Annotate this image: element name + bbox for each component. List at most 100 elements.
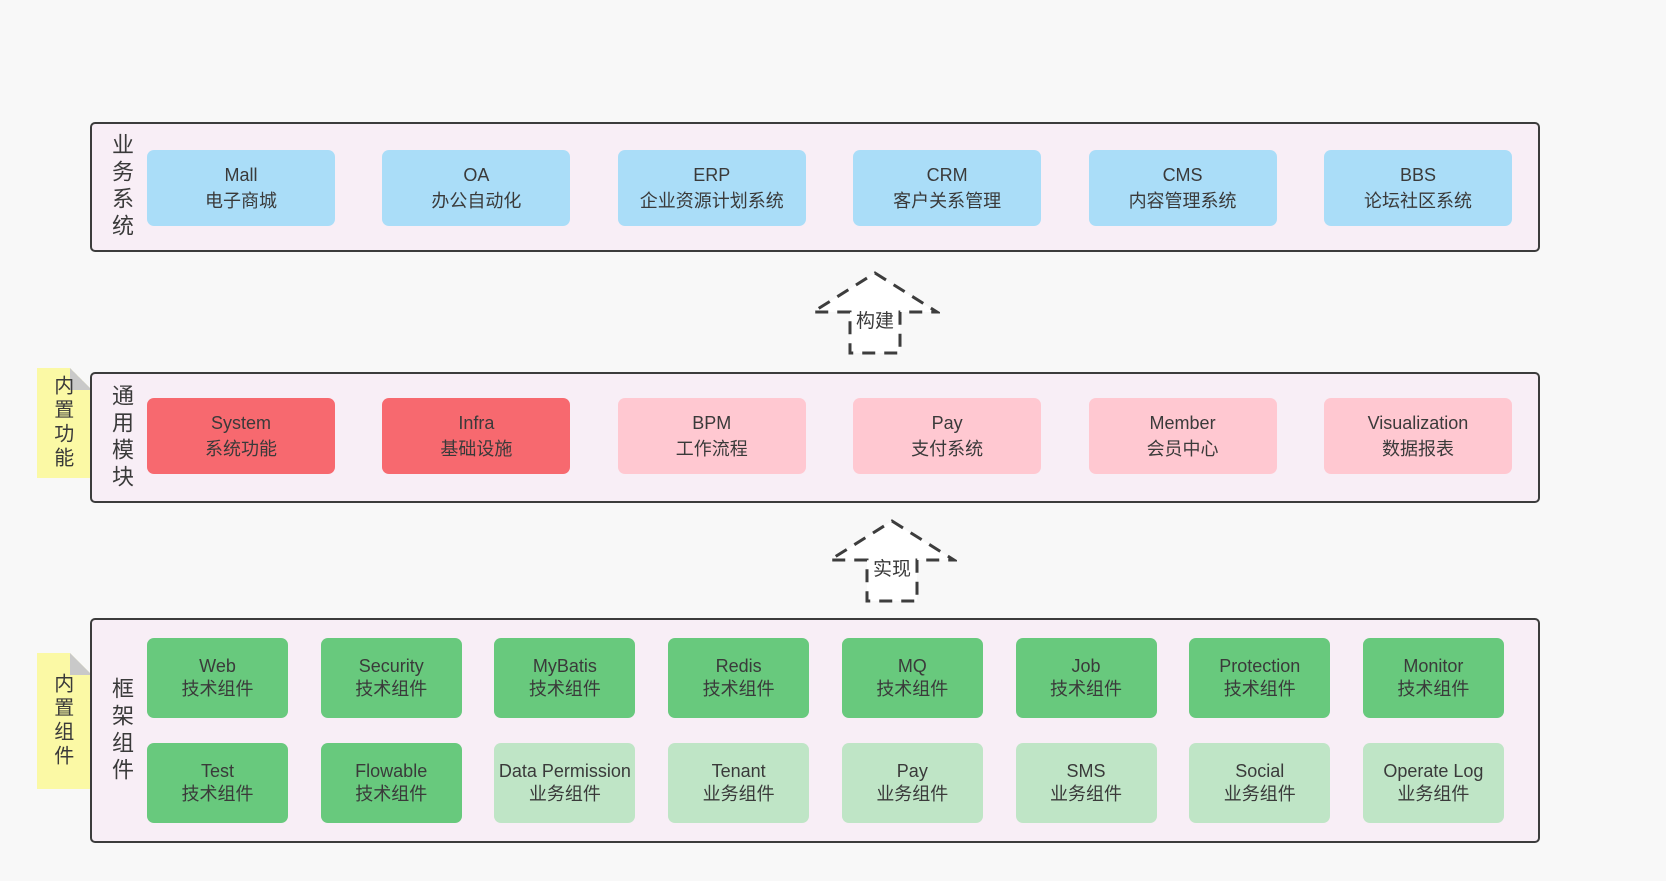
box-subtitle: 技术组件 xyxy=(181,679,254,699)
box-subtitle: 办公自动化 xyxy=(431,191,522,211)
box-subtitle: 业务组件 xyxy=(1397,784,1470,804)
box-title: Monitor xyxy=(1403,656,1464,676)
box-subtitle: 论坛社区系统 xyxy=(1363,191,1472,211)
box-title: Tenant xyxy=(711,761,766,781)
layer-label: 框架组件 xyxy=(109,676,134,785)
box-system: System 系统功能 xyxy=(147,398,335,474)
box-title: Web xyxy=(199,656,236,676)
box-subtitle: 业务组件 xyxy=(702,784,775,804)
box-mybatis: MyBatis 技术组件 xyxy=(494,638,636,718)
box-subtitle: 技术组件 xyxy=(1397,679,1470,699)
box-title: ERP xyxy=(693,165,731,185)
arrow-label: 构建 xyxy=(852,310,898,334)
box-title: SMS xyxy=(1066,761,1106,781)
box-subtitle: 电子商城 xyxy=(205,191,277,211)
box-title: Protection xyxy=(1219,656,1301,676)
framework-box-row-2: Test 技术组件 Flowable 技术组件 Data Permission … xyxy=(147,743,1504,823)
box-subtitle: 客户关系管理 xyxy=(893,191,1002,211)
box-title: Flowable xyxy=(355,761,428,781)
business-box-row: Mall 电子商城 OA 办公自动化 ERP 企业资源计划系统 CRM 客户关系… xyxy=(147,150,1512,226)
box-security: Security 技术组件 xyxy=(320,638,462,718)
box-title: Test xyxy=(200,761,234,781)
box-member: Member 会员中心 xyxy=(1088,398,1277,474)
box-subtitle: 技术组件 xyxy=(355,784,428,804)
box-data-permission: Data Permission 业务组件 xyxy=(494,743,636,823)
arrow-label: 实现 xyxy=(869,558,915,582)
box-tenant: Tenant 业务组件 xyxy=(668,743,810,823)
box-job: Job 技术组件 xyxy=(1015,638,1157,718)
box-title: OA xyxy=(463,165,490,185)
layer-business-systems: 业务系统 Mall 电子商城 OA 办公自动化 ERP 企业资源计划系统 CRM… xyxy=(90,122,1540,252)
box-subtitle: 技术组件 xyxy=(1050,679,1123,699)
box-subtitle: 会员中心 xyxy=(1146,439,1219,459)
box-subtitle: 技术组件 xyxy=(702,679,775,699)
box-subtitle: 内容管理系统 xyxy=(1128,191,1237,211)
box-subtitle: 系统功能 xyxy=(205,439,277,459)
box-subtitle: 技术组件 xyxy=(355,679,428,699)
layer-label: 通用模块 xyxy=(109,383,134,492)
box-mq: MQ 技术组件 xyxy=(841,638,983,718)
module-box-row: System 系统功能 Infra 基础设施 BPM 工作流程 Pay 支付系统… xyxy=(147,398,1512,474)
box-bpm: BPM 工作流程 xyxy=(617,398,806,474)
implement-arrow: 实现 xyxy=(827,518,957,604)
box-subtitle: 工作流程 xyxy=(675,439,748,459)
box-title: CRM xyxy=(926,165,968,185)
box-operate-log: Operate Log 业务组件 xyxy=(1362,743,1504,823)
layer-framework-components: 框架组件 Web 技术组件 Security 技术组件 MyBatis 技术组件… xyxy=(90,618,1540,843)
box-title: MQ xyxy=(897,656,927,676)
box-subtitle: 技术组件 xyxy=(181,784,254,804)
framework-box-row-1: Web 技术组件 Security 技术组件 MyBatis 技术组件 Redi… xyxy=(147,638,1504,718)
box-subtitle: 技术组件 xyxy=(876,679,949,699)
box-infra: Infra 基础设施 xyxy=(382,398,571,474)
box-oa: OA 办公自动化 xyxy=(382,150,571,226)
sticky-fold xyxy=(70,653,92,675)
layer-label: 业务系统 xyxy=(109,133,134,241)
box-crm: CRM 客户关系管理 xyxy=(853,150,1042,226)
box-sms: SMS 业务组件 xyxy=(1015,743,1157,823)
box-subtitle: 技术组件 xyxy=(528,679,601,699)
sticky-note-built-in-features: 内置功能 xyxy=(37,368,92,478)
box-subtitle: 数据报表 xyxy=(1381,439,1454,459)
box-title: CMS xyxy=(1162,165,1203,185)
box-title: Operate Log xyxy=(1383,761,1484,781)
box-pay: Pay 支付系统 xyxy=(853,398,1042,474)
box-title: Social xyxy=(1235,761,1285,781)
box-redis: Redis 技术组件 xyxy=(668,638,810,718)
box-title: Data Permission xyxy=(498,761,631,781)
box-title: Pay xyxy=(931,413,963,433)
box-subtitle: 支付系统 xyxy=(911,439,984,459)
sticky-label: 内置功能 xyxy=(50,375,73,471)
box-subtitle: 业务组件 xyxy=(876,784,949,804)
box-erp: ERP 企业资源计划系统 xyxy=(617,150,806,226)
box-web: Web 技术组件 xyxy=(147,638,288,718)
sticky-label: 内置组件 xyxy=(50,673,73,769)
box-subtitle: 业务组件 xyxy=(1223,784,1296,804)
box-title: Job xyxy=(1071,656,1101,676)
box-title: Visualization xyxy=(1367,413,1469,433)
box-flowable: Flowable 技术组件 xyxy=(320,743,462,823)
box-bbs: BBS 论坛社区系统 xyxy=(1323,150,1512,226)
box-monitor: Monitor 技术组件 xyxy=(1362,638,1504,718)
box-title: BBS xyxy=(1399,165,1436,185)
box-title: Pay xyxy=(896,761,928,781)
box-cms: CMS 内容管理系统 xyxy=(1088,150,1277,226)
box-title: Security xyxy=(358,656,424,676)
box-title: BPM xyxy=(692,413,732,433)
box-subtitle: 技术组件 xyxy=(1223,679,1296,699)
box-social: Social 业务组件 xyxy=(1189,743,1331,823)
box-subtitle: 业务组件 xyxy=(528,784,601,804)
box-visualization: Visualization 数据报表 xyxy=(1323,398,1512,474)
box-mall: Mall 电子商城 xyxy=(147,150,335,226)
box-title: MyBatis xyxy=(532,656,597,676)
box-title: Infra xyxy=(458,413,495,433)
box-pay-component: Pay 业务组件 xyxy=(841,743,983,823)
build-arrow: 构建 xyxy=(810,270,940,356)
box-title: Redis xyxy=(715,656,762,676)
box-subtitle: 企业资源计划系统 xyxy=(639,191,784,211)
box-title: Mall xyxy=(224,165,258,185)
box-title: System xyxy=(210,413,271,433)
box-subtitle: 业务组件 xyxy=(1050,784,1123,804)
layer-common-modules: 通用模块 System 系统功能 Infra 基础设施 BPM 工作流程 Pay… xyxy=(90,372,1540,503)
box-title: Member xyxy=(1149,413,1216,433)
